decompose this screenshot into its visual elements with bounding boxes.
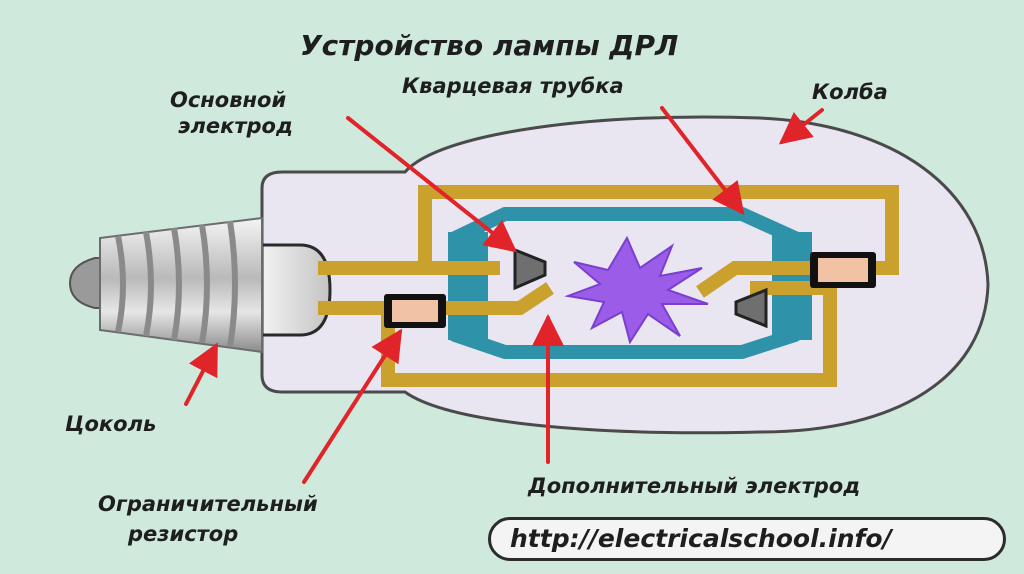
- main-electrode-right: [734, 287, 768, 329]
- arrow-base: [184, 342, 218, 406]
- arrow-resistor: [302, 328, 403, 484]
- label-bulb: Колба: [812, 80, 888, 104]
- resistor-right: [810, 252, 876, 288]
- label-resistor-line1: Ограничительный: [98, 492, 318, 516]
- pointer-arrows: [184, 106, 824, 484]
- label-main-electrode-line2: электрод: [178, 114, 293, 138]
- source-url[interactable]: http://electricalschool.info/: [510, 524, 892, 553]
- tube-seal-left: [448, 232, 488, 340]
- label-main-electrode-line1: Основной: [170, 88, 287, 112]
- label-quartz-tube: Кварцевая трубка: [402, 74, 624, 98]
- lead-through-wires: [440, 261, 812, 315]
- label-base: Цоколь: [65, 412, 157, 436]
- arrow-quartz-tube: [660, 106, 745, 216]
- arrow-main-electrode: [346, 116, 518, 253]
- arrow-bulb: [778, 108, 824, 145]
- base-glass-neck: [260, 243, 332, 337]
- label-resistor-line2: резистор: [128, 522, 239, 546]
- source-url-box: [488, 517, 1006, 561]
- label-extra-electrode: Дополнительный электрод: [528, 474, 861, 498]
- diagram-title: Устройство лампы ДРЛ: [300, 29, 679, 62]
- discharge-spark: [564, 235, 709, 345]
- main-electrode-left: [513, 247, 547, 291]
- lamp-base: [68, 216, 263, 354]
- resistor-left: [384, 294, 446, 328]
